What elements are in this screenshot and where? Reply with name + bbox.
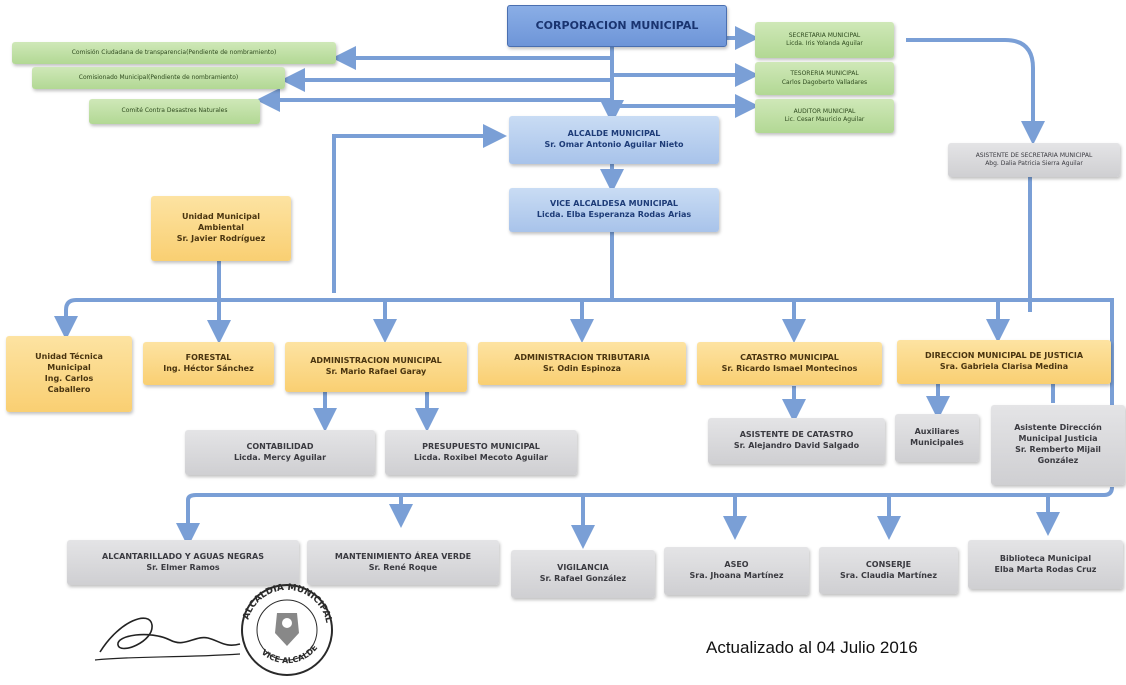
seal-stamp: ALCALDIA MUNICIPAL VICE ALCALDE [241,583,333,676]
node-admin-tributaria-title: ADMINISTRACION TRIBUTARIA [514,352,650,362]
node-presupuesto: PRESUPUESTO MUNICIPAL Licda. Roxibel Mec… [385,430,577,475]
node-alcalde-name: Sr. Omar Antonio Aguilar Nieto [544,140,684,149]
node-tesoreria-name: Carlos Dagoberto Valladares [781,78,868,86]
node-conserje-title: CONSERJE [865,559,912,569]
node-aseo-title: ASEO [724,560,749,570]
node-contabilidad-name: Licda. Mercy Aguilar [233,452,327,462]
node-corporacion-title: CORPORACION MUNICIPAL [535,18,699,32]
node-alcantarillado-name: Sr. Elmer Ramos [146,562,220,572]
updated-date: Actualizado al 04 Julio 2016 [706,638,918,657]
node-biblioteca-title: Biblioteca Municipal [999,553,1092,563]
node-conserje-name: Sra. Claudia Martínez [840,570,937,580]
node-contabilidad-title: CONTABILIDAD [246,441,314,451]
node-catastro: CATASTRO MUNICIPAL Sr. Ricardo Ismael Mo… [697,342,882,385]
node-vigilancia-title: VIGILANCIA [557,563,609,573]
node-asistente-justicia-title: Asistente Dirección Municipal Justicia [1014,423,1102,444]
node-comisionado: Comisionado Municipal(Pendiente de nombr… [32,67,285,89]
node-mantenimiento-name: Sr. René Roque [368,562,438,572]
node-catastro-name: Sr. Ricardo Ismael Montecinos [721,363,858,373]
node-admin-municipal-name: Sr. Mario Rafael Garay [325,367,427,376]
node-presupuesto-title: PRESUPUESTO MUNICIPAL [422,441,540,451]
signature-mark [94,617,241,661]
node-admin-tributaria-name: Sr. Odin Espinoza [542,363,622,373]
node-tesoreria: TESORERIA MUNICIPAL Carlos Dagoberto Val… [755,62,894,95]
node-alcalde-title: ALCALDE MUNICIPAL [567,129,661,139]
node-uma-name: Sr. Javier Rodríguez [176,233,266,243]
node-admin-municipal: ADMINISTRACION MUNICIPAL Sr. Mario Rafae… [285,342,467,392]
node-asistente-secretaria-title: ASISTENTE DE SECRETARIA MUNICIPAL [975,151,1093,159]
node-alcalde: ALCALDE MUNICIPAL Sr. Omar Antonio Aguil… [509,116,719,164]
node-auxiliares: Auxiliares Municipales [895,414,979,462]
node-uma: Unidad Municipal Ambiental Sr. Javier Ro… [151,196,291,261]
node-conserje: CONSERJE Sra. Claudia Martínez [819,547,958,594]
node-vigilancia: VIGILANCIA Sr. Rafael González [511,550,655,598]
node-asistente-secretaria: ASISTENTE DE SECRETARIA MUNICIPAL Abg. D… [948,143,1120,177]
node-comisionado-label: Comisionado Municipal(Pendiente de nombr… [78,73,239,81]
node-contabilidad: CONTABILIDAD Licda. Mercy Aguilar [185,430,375,475]
node-forestal-name: Ing. Héctor Sánchez [163,363,254,373]
node-catastro-title: CATASTRO MUNICIPAL [740,352,839,362]
node-aseo: ASEO Sra. Jhoana Martínez [664,547,809,595]
node-auditor-title: AUDITOR MUNICIPAL [793,107,856,115]
node-vice-alcaldesa: VICE ALCALDESA MUNICIPAL Licda. Elba Esp… [509,188,719,232]
node-justicia-name: Sra. Gabriela Clarisa Medina [939,362,1069,371]
node-justicia-title: DIRECCION MUNICIPAL DE JUSTICIA [924,351,1084,361]
node-uma-title: Unidad Municipal Ambiental [181,212,260,233]
node-forestal: FORESTAL Ing. Héctor Sánchez [143,342,274,385]
node-secretaria-title: SECRETARIA MUNICIPAL [788,31,861,39]
node-comite-transparencia: Comisión Ciudadana de transparencia(Pend… [12,42,336,64]
node-aseo-name: Sra. Jhoana Martínez [689,571,784,580]
node-asistente-catastro-name: Sr. Alejandro David Salgado [733,441,860,450]
node-justicia: DIRECCION MUNICIPAL DE JUSTICIA Sra. Gab… [897,340,1111,384]
node-asistente-justicia-name: Sr. Remberto Mijail González [1015,445,1101,465]
node-asistente-catastro-title: ASISTENTE DE CATASTRO [739,430,854,440]
node-auditor-name: Lic. Cesar Mauricio Aguilar [784,116,865,123]
node-biblioteca: Biblioteca Municipal Elba Marta Rodas Cr… [968,540,1123,589]
node-presupuesto-name: Licda. Roxibel Mecoto Aguilar [414,452,548,462]
svg-text:VICE ALCALDE: VICE ALCALDE [260,643,319,665]
node-corporacion: CORPORACION MUNICIPAL [507,5,727,47]
node-mantenimiento: MANTENIMIENTO ÁREA VERDE Sr. René Roque [307,540,499,585]
node-comite-desastres-label: Comité Contra Desastres Naturales [121,107,228,115]
node-unidad-tecnica-name: Ing. Carlos Caballero [44,374,94,394]
node-secretaria-name: Licda. Iris Yolanda Aguilar [786,40,863,47]
node-alcantarillado: ALCANTARILLADO Y AGUAS NEGRAS Sr. Elmer … [67,540,299,585]
node-secretaria: SECRETARIA MUNICIPAL Licda. Iris Yolanda… [755,22,894,58]
node-alcantarillado-title: ALCANTARILLADO Y AGUAS NEGRAS [102,551,264,561]
node-biblioteca-name: Elba Marta Rodas Cruz [994,564,1097,574]
node-auxiliares-label: Auxiliares Municipales [910,427,964,447]
node-comite-transparencia-label: Comisión Ciudadana de transparencia(Pend… [71,48,277,56]
node-unidad-tecnica-title: Unidad Técnica Municipal [35,352,103,373]
node-admin-tributaria: ADMINISTRACION TRIBUTARIA Sr. Odin Espin… [478,342,686,385]
node-auditor: AUDITOR MUNICIPAL Lic. Cesar Mauricio Ag… [755,99,894,133]
node-vice-alcaldesa-title: VICE ALCALDESA MUNICIPAL [550,199,678,209]
node-unidad-tecnica: Unidad Técnica Municipal Ing. Carlos Cab… [6,336,132,412]
node-tesoreria-title: TESORERIA MUNICIPAL [790,70,859,78]
node-asistente-justicia: Asistente Dirección Municipal Justicia S… [991,405,1125,485]
node-vigilancia-name: Sr. Rafael González [539,574,627,583]
node-asistente-catastro: ASISTENTE DE CATASTRO Sr. Alejandro Davi… [708,418,885,464]
node-admin-municipal-title: ADMINISTRACION MUNICIPAL [310,356,442,366]
node-comite-desastres: Comité Contra Desastres Naturales [89,99,260,124]
node-asistente-secretaria-name: Abg. Dalia Patricia Sierra Aguilar [985,160,1083,167]
node-mantenimiento-title: MANTENIMIENTO ÁREA VERDE [334,551,472,561]
node-forestal-title: FORESTAL [185,352,232,362]
node-vice-alcaldesa-name: Licda. Elba Esperanza Rodas Arias [536,210,692,219]
